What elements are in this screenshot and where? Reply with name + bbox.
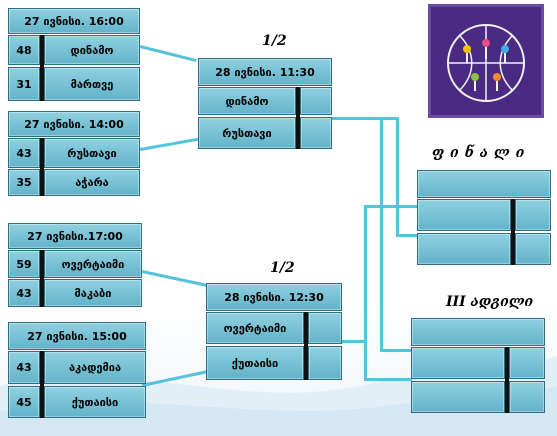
divider — [40, 351, 44, 418]
divider — [40, 250, 44, 307]
match-2-team2-name: აჭარა — [44, 169, 140, 196]
match-3-team2-score: 43 — [8, 279, 40, 307]
connector-line — [139, 45, 197, 62]
connector-line — [141, 270, 207, 287]
divider — [505, 347, 509, 413]
divider — [511, 199, 515, 265]
final-team2-name — [417, 233, 511, 265]
third-header — [411, 318, 545, 346]
basketball-logo-icon — [447, 24, 525, 102]
final-team1-name — [417, 199, 511, 231]
semi-1-team1-score — [300, 87, 332, 115]
divider — [304, 312, 308, 380]
connector-line — [396, 234, 418, 237]
connector-line — [364, 378, 412, 381]
connector-line — [380, 117, 383, 352]
final-team1-score — [515, 199, 551, 231]
match-4-date: 27 ივნისი. 15:00 — [8, 322, 146, 350]
final-header — [417, 170, 551, 198]
connector-line — [380, 349, 412, 352]
semi-1-team1-name: დინამო — [198, 87, 296, 115]
semifinal-2-label: 1/2 — [270, 260, 295, 276]
final-team2-score — [515, 233, 551, 265]
festival-logo — [428, 4, 544, 118]
match-3-date: 27 ივნისი.17:00 — [8, 223, 142, 249]
connector-line — [340, 340, 366, 343]
match-3-team2-name: მაკაბი — [44, 279, 142, 307]
match-4-team1-name: აკადემია — [44, 351, 146, 384]
third-team1-name — [411, 347, 505, 379]
match-4-team1-score: 43 — [8, 351, 40, 384]
match-3-team1-name: ოვერტაიმი — [44, 250, 142, 278]
connector-line — [364, 205, 418, 208]
match-1-team1-score: 48 — [8, 35, 40, 65]
connector-line — [139, 137, 200, 151]
match-3-team1-score: 59 — [8, 250, 40, 278]
match-1-team2-score: 31 — [8, 67, 40, 101]
semi-1-date: 28 ივნისი. 11:30 — [198, 58, 332, 86]
semi-2-date: 28 ივნისი. 12:30 — [206, 283, 342, 311]
connector-line — [330, 117, 398, 120]
final-label: ფინალი — [432, 145, 531, 161]
match-2-team1-name: რუსთავი — [44, 138, 140, 168]
third-place-label: III ადგილი — [446, 294, 534, 310]
match-2-team2-score: 35 — [8, 169, 40, 196]
semi-2-team1-score — [308, 312, 342, 344]
semi-2-team2-name: ქუთაისი — [206, 346, 304, 380]
match-1-team2-name: მართვე — [44, 67, 140, 101]
third-team2-name — [411, 381, 505, 413]
connector-line — [141, 369, 209, 387]
divider — [40, 138, 44, 196]
match-1-date: 27 ივნისი. 16:00 — [8, 8, 140, 34]
semi-1-team2-name: რუსთავი — [198, 117, 296, 149]
match-4-team2-name: ქუთაისი — [44, 386, 146, 418]
third-team1-score — [509, 347, 545, 379]
semi-2-team1-name: ოვერტაიმი — [206, 312, 304, 344]
connector-line — [396, 117, 399, 237]
match-1-team1-name: დინამო — [44, 35, 140, 65]
divider — [296, 87, 300, 149]
match-4-team2-score: 45 — [8, 386, 40, 418]
match-2-date: 27 ივნისი. 14:00 — [8, 111, 140, 137]
match-2-team1-score: 43 — [8, 138, 40, 168]
semi-2-team2-score — [308, 346, 342, 380]
divider — [40, 35, 44, 101]
third-team2-score — [509, 381, 545, 413]
semi-1-team2-score — [300, 117, 332, 149]
semifinal-1-label: 1/2 — [262, 33, 287, 49]
connector-line — [364, 205, 367, 380]
